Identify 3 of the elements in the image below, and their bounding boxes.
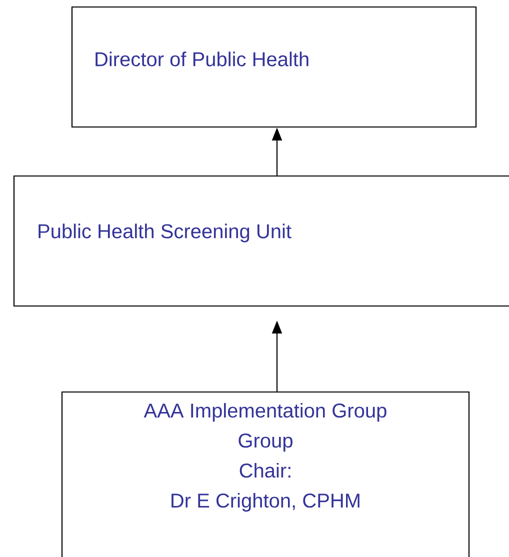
org-box: Director of Public Health <box>71 6 477 128</box>
org-box: AAA Implementation Group Group Chair: Dr E Crighton, CPHM <box>61 391 470 557</box>
org-box: Public Health Screening Unit <box>13 175 509 307</box>
